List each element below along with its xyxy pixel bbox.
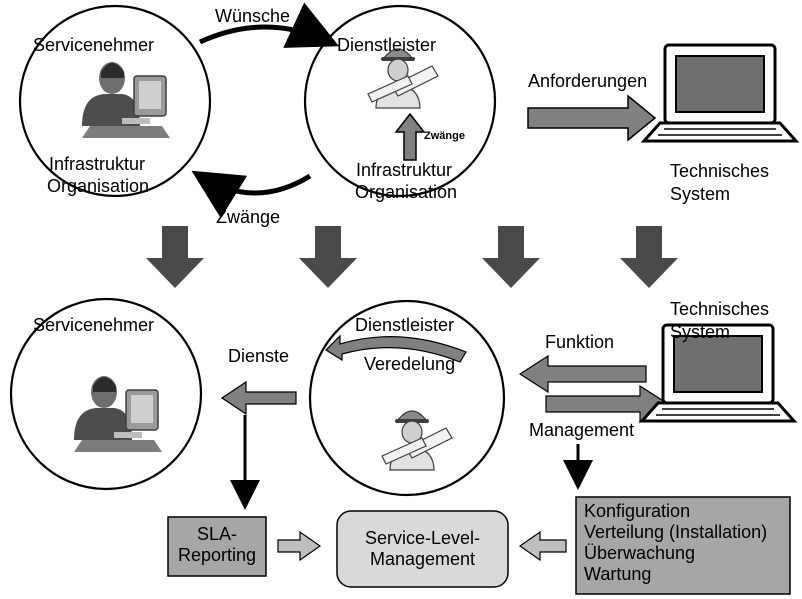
- wishes-label: Wünsche: [215, 6, 291, 26]
- refinement-label: Veredelung: [364, 354, 456, 374]
- sla-reporting-line1: SLA-: [196, 524, 238, 544]
- bottom-tech-line2: System: [670, 322, 731, 342]
- sla-reporting-text: SLA- Reporting: [168, 524, 266, 566]
- down-arrow-2: [299, 226, 357, 288]
- top-tech-system-icon: [642, 43, 798, 143]
- top-provider-line1: Infrastruktur: [356, 160, 453, 180]
- inner-constraint-label: Zwänge: [424, 130, 465, 142]
- down-arrow-4: [620, 226, 678, 288]
- requirements-arrow: [527, 94, 657, 142]
- ops-box: [575, 496, 791, 595]
- ops-line4: Wartung: [584, 564, 652, 584]
- function-label: Funktion: [545, 332, 615, 352]
- down-arrow-3: [482, 226, 540, 288]
- top-tech-line2: System: [670, 184, 731, 204]
- ops-line2: Verteilung (Installation): [584, 522, 768, 542]
- slm-line1: Service-Level-: [364, 528, 481, 548]
- slm-line2: Management: [369, 549, 476, 569]
- sla-to-slm-arrow: [277, 530, 322, 562]
- top-provider-title: Dienstleister: [337, 35, 437, 55]
- ops-to-slm-arrow: [518, 530, 567, 562]
- sla-reporting-line2: Reporting: [177, 545, 257, 565]
- slm-text: Service-Level- Management: [337, 528, 508, 570]
- slm-box: [336, 510, 509, 588]
- down-arrow-1: [146, 226, 204, 288]
- wishes-arrow: [198, 2, 340, 48]
- top-consumer-title: Servicenehmer: [33, 35, 155, 55]
- services-label: Dienste: [228, 346, 290, 366]
- ops-line3: Überwachung: [584, 543, 696, 563]
- bottom-tech-line1: Technisches: [670, 299, 770, 319]
- top-consumer-line2: Organisation: [47, 176, 150, 196]
- bottom-consumer-title: Servicenehmer: [33, 315, 155, 335]
- ops-text: Konfiguration Verteilung (Installation) …: [584, 501, 790, 585]
- bottom-provider-title: Dienstleister: [355, 315, 455, 335]
- inner-constraint-arrow: [394, 112, 426, 161]
- top-provider-line2: Organisation: [355, 182, 458, 202]
- top-consumer-line1: Infrastruktur: [49, 154, 146, 174]
- top-tech-line1: Technisches: [670, 161, 770, 181]
- services-arrow: [220, 380, 297, 416]
- sla-reporting-box: [167, 516, 267, 577]
- requirements-label: Anforderungen: [528, 71, 648, 91]
- ops-line1: Konfiguration: [584, 501, 691, 521]
- constraints-label: Zwänge: [216, 207, 281, 227]
- refinement-arrow: [325, 334, 467, 363]
- constraints-arrow: [191, 170, 312, 219]
- management-label: Management: [529, 420, 635, 440]
- function-arrow: [518, 354, 647, 394]
